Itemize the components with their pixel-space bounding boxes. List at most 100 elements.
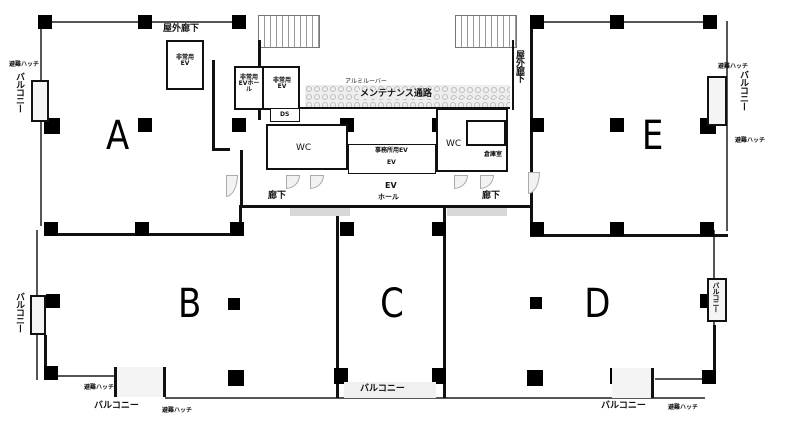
unit-e-label[interactable]: E [641, 113, 664, 159]
column [44, 366, 58, 380]
column [432, 368, 446, 384]
stair-left [258, 15, 320, 48]
column [46, 294, 60, 308]
outdoor-corridor-right-label: 屋外廊下 [514, 50, 524, 82]
emergency-ev-2-label: 非常用EV [272, 77, 291, 90]
hatch-right-top-2: 避難ハッチ [735, 137, 766, 144]
wc-right-label: WC [446, 139, 462, 149]
balcony-bottom-right-label: バルコニー [601, 401, 646, 411]
freight-ev-room [348, 144, 436, 174]
ds-label: DS [280, 111, 290, 118]
storage-label: 倉庫室 [484, 151, 503, 158]
wc-left-room [266, 124, 348, 170]
wall-a-right [239, 205, 242, 235]
column [530, 222, 544, 236]
column [138, 118, 152, 132]
door[interactable] [286, 175, 300, 189]
column [340, 222, 354, 236]
column [334, 368, 348, 384]
emergency-ev-2-room [262, 66, 300, 110]
exterior-wall-bottom-d [655, 378, 710, 380]
balcony-right-bottom-label: バルコニー [712, 282, 720, 312]
balcony-right-top [707, 76, 727, 126]
column [527, 370, 543, 386]
column [610, 222, 624, 236]
balcony-bottom-center-label: バルコニー [360, 384, 405, 394]
balcony-left-top [31, 80, 49, 122]
unit-a-label[interactable]: A [106, 113, 130, 159]
hatch-bottom-left-1: 避難ハッチ [84, 384, 115, 391]
corridor-left-label: 廊下 [268, 191, 287, 201]
door-unit-e[interactable] [528, 172, 540, 194]
exterior-wall-a-left [40, 21, 42, 226]
stair-right-landing [450, 86, 510, 98]
ds-room [270, 108, 300, 122]
ev-hall-label-2: ホール [378, 193, 399, 201]
column [230, 222, 244, 236]
wall-corridor-right [512, 40, 514, 110]
balcony-left-bottom-label: バルコニー [14, 292, 24, 332]
wall-maintenance-bottom [300, 107, 510, 109]
column [232, 118, 246, 132]
freight-ev-sub: EV [387, 159, 396, 166]
door[interactable] [480, 175, 494, 189]
outdoor-corridor-top-label: 屋外廊下 [163, 24, 200, 34]
balcony-right-bottom [707, 278, 727, 322]
emergency-ev-room [166, 40, 204, 90]
wall-a-core-vert [212, 60, 215, 150]
aluminum-louver-label: アルミルーバー [345, 78, 387, 85]
door[interactable] [310, 175, 324, 189]
emergency-ev-label: 非常用EV [175, 54, 194, 67]
ev-hall-label-1: EV [385, 181, 397, 190]
balcony-left-bottom [30, 295, 46, 335]
unit-b-label[interactable]: B [178, 281, 202, 327]
column [138, 15, 152, 29]
balcony-bottom-left [114, 367, 166, 397]
wall-c-left [336, 208, 339, 398]
door-unit-a[interactable] [226, 175, 238, 197]
balcony-bottom-right [612, 368, 654, 398]
exterior-wall-bottom-b [44, 375, 124, 377]
balcony-left-top-label: バルコニー [14, 72, 24, 112]
unit-d-label[interactable]: D [584, 281, 611, 327]
wall-d-right-lower [713, 325, 716, 380]
column [44, 222, 58, 236]
wc-right-inner [466, 120, 506, 146]
balcony-bottom-center [344, 382, 436, 398]
column [232, 15, 246, 29]
column [530, 297, 542, 309]
column [44, 118, 60, 134]
column [703, 15, 717, 29]
column [228, 370, 244, 386]
balcony-bottom-left-label: バルコニー [94, 401, 139, 411]
column [530, 118, 544, 132]
wc-left-label: WC [296, 143, 312, 153]
maintenance-passage-label: メンテナンス通路 [358, 89, 434, 99]
hatch-left-top: 避難ハッチ [9, 61, 40, 68]
column [530, 15, 544, 29]
door-unit-d-area [447, 208, 507, 216]
door-unit-c-area [290, 208, 350, 216]
column [610, 15, 624, 29]
unit-c-label[interactable]: C [380, 281, 404, 327]
stair-right [455, 15, 517, 48]
corridor-right-label: 廊下 [482, 191, 501, 201]
hatch-right-top-1: 避難ハッチ [718, 63, 749, 70]
column [610, 118, 624, 132]
balcony-right-top-label: バルコニー [738, 70, 748, 110]
emergency-ev-hall-room [234, 66, 264, 110]
wall-a-core-vert2 [240, 150, 243, 208]
column [228, 298, 240, 310]
wall-e-bottom [530, 234, 728, 237]
exterior-wall-bottom-bc [165, 397, 705, 399]
door[interactable] [454, 175, 468, 189]
hatch-bottom-right: 避難ハッチ [668, 404, 699, 411]
wall-c-right [443, 208, 446, 398]
column [702, 370, 716, 384]
hatch-bottom-left-2: 避難ハッチ [162, 407, 193, 414]
wall-b-left-lower [44, 335, 47, 380]
emergency-ev-hall-label: 非常用EVホール [238, 74, 260, 93]
column [38, 15, 52, 29]
column [135, 222, 149, 236]
